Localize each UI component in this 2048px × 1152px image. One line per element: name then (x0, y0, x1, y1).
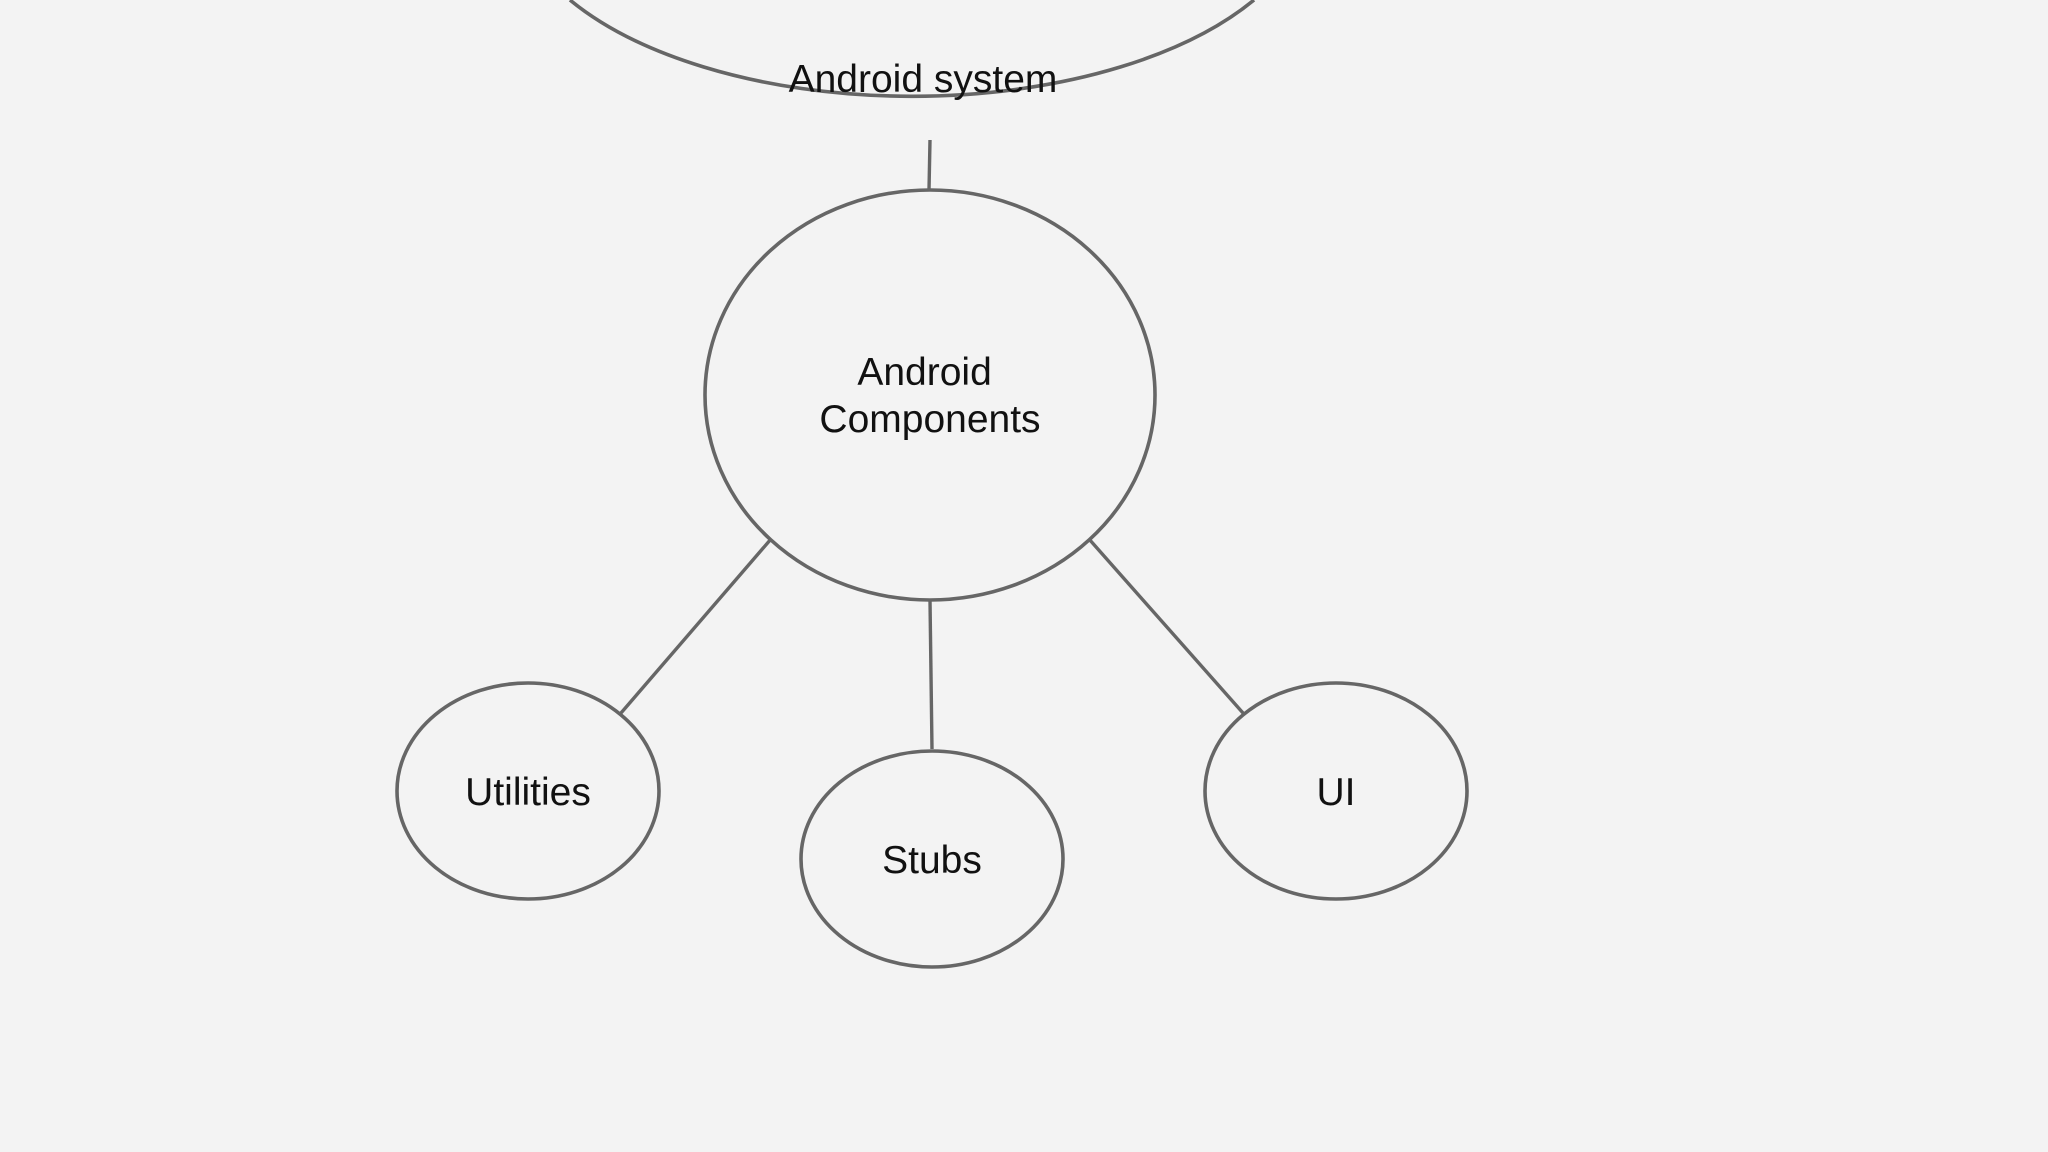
node-stubs: Stubs (799, 749, 1065, 969)
edge-components-to-stubs (928, 599, 934, 750)
node-android-system: Android system (568, 0, 1256, 101)
node-utilities: Utilities (395, 681, 661, 901)
stubs-label: Stubs (882, 839, 982, 882)
edge-components-to-utilities (619, 537, 773, 715)
edge-components-to-ui (1087, 537, 1245, 715)
android-system-label: Android system (789, 58, 1058, 101)
stubs-ellipse (799, 749, 1065, 969)
node-android-components: Android Components (703, 188, 1157, 602)
android-components-label-line1: Android (857, 351, 991, 394)
android-system-ellipse (568, 0, 1256, 99)
node-ui: UI (1203, 681, 1469, 901)
utilities-ellipse (395, 681, 661, 901)
utilities-label: Utilities (465, 771, 591, 814)
android-components-label: Android Components (819, 351, 1040, 441)
ui-ellipse (1203, 681, 1469, 901)
ui-label: UI (1317, 771, 1356, 814)
edge-system-to-components (927, 139, 932, 191)
android-components-label-line2: Components (819, 398, 1040, 441)
android-components-ellipse (703, 188, 1157, 602)
